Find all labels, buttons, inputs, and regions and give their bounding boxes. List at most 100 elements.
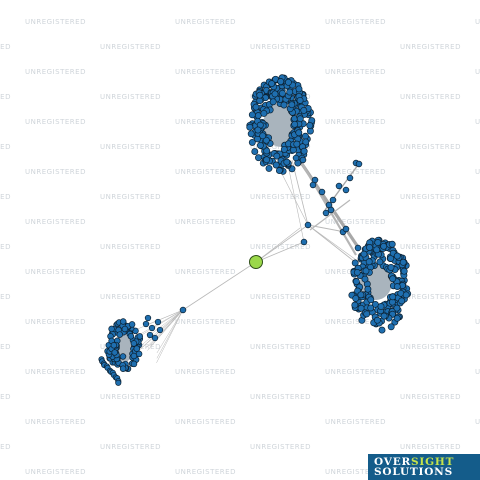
graph-node[interactable] <box>260 109 268 117</box>
graph-node[interactable] <box>302 138 310 146</box>
graph-node[interactable] <box>254 126 262 134</box>
graph-node[interactable] <box>119 318 127 325</box>
graph-node[interactable] <box>142 320 150 328</box>
graph-node[interactable] <box>367 304 375 312</box>
graph-node[interactable] <box>398 297 406 305</box>
graph-node[interactable] <box>283 158 291 166</box>
graph-node[interactable] <box>353 268 361 276</box>
graph-node[interactable] <box>393 252 401 260</box>
graph-node[interactable] <box>306 121 314 129</box>
graph-node[interactable] <box>374 239 382 246</box>
graph-node[interactable] <box>248 111 256 119</box>
graph-node[interactable] <box>248 138 256 146</box>
graph-node[interactable] <box>263 147 271 155</box>
graph-node[interactable] <box>352 278 360 286</box>
graph-node[interactable] <box>295 129 303 137</box>
graph-node[interactable] <box>346 174 354 182</box>
graph-node[interactable] <box>179 306 187 314</box>
graph-node[interactable] <box>291 120 299 128</box>
graph-node[interactable] <box>376 258 384 266</box>
graph-node[interactable] <box>327 206 335 214</box>
graph-node[interactable] <box>148 324 156 332</box>
graph-node[interactable] <box>380 312 388 320</box>
graph-node[interactable] <box>246 123 254 131</box>
graph-node[interactable] <box>306 127 314 135</box>
graph-node[interactable] <box>284 78 292 86</box>
graph-node[interactable] <box>278 89 286 97</box>
graph-node[interactable] <box>286 88 294 96</box>
graph-node[interactable] <box>121 325 129 333</box>
graph-node[interactable] <box>380 242 388 250</box>
graph-node[interactable] <box>156 326 164 334</box>
graph-node[interactable] <box>387 263 395 271</box>
graph-node[interactable] <box>318 188 326 196</box>
graph-node[interactable] <box>144 314 152 322</box>
graph-node[interactable] <box>389 275 397 283</box>
graph-node[interactable] <box>296 115 304 123</box>
graph-node[interactable] <box>280 145 288 153</box>
graph-node[interactable] <box>288 101 296 109</box>
graph-node[interactable] <box>108 325 115 333</box>
graph-node[interactable] <box>115 379 122 386</box>
graph-node[interactable] <box>280 101 288 109</box>
graph-node[interactable] <box>262 136 270 144</box>
graph-node[interactable] <box>275 167 283 175</box>
graph-node[interactable] <box>151 334 159 342</box>
graph-node[interactable] <box>357 291 365 299</box>
graph-node[interactable] <box>272 161 280 169</box>
graph-node[interactable] <box>130 360 138 368</box>
graph-node[interactable] <box>130 352 138 360</box>
graph-node[interactable] <box>301 132 309 140</box>
graph-node[interactable] <box>393 304 401 312</box>
graph-node[interactable] <box>268 80 276 88</box>
graph-node[interactable] <box>363 310 371 318</box>
graph-node[interactable] <box>351 259 359 267</box>
graph-node[interactable] <box>116 331 124 338</box>
graph-node[interactable] <box>299 156 307 164</box>
graph-node[interactable] <box>393 314 401 322</box>
graph-node[interactable] <box>146 331 154 339</box>
graph-node[interactable] <box>387 323 395 331</box>
graph-node[interactable] <box>357 304 365 312</box>
graph-node[interactable] <box>400 267 408 275</box>
graph-node[interactable] <box>111 349 118 356</box>
graph-node[interactable] <box>269 98 277 106</box>
graph-node[interactable] <box>295 85 303 93</box>
graph-node[interactable] <box>342 186 350 194</box>
graph-node[interactable] <box>256 91 264 99</box>
graph-node[interactable] <box>389 293 397 301</box>
graph-node[interactable] <box>252 103 260 111</box>
graph-node[interactable] <box>130 340 138 347</box>
graph-node[interactable] <box>265 164 273 172</box>
graph-node[interactable] <box>366 244 373 251</box>
graph-node[interactable] <box>352 294 360 302</box>
graph-node[interactable] <box>273 152 281 160</box>
graph-node[interactable] <box>251 148 259 156</box>
graph-node[interactable] <box>362 267 370 275</box>
graph-node[interactable] <box>354 244 362 252</box>
graph-node[interactable] <box>127 333 135 340</box>
graph-node[interactable] <box>342 225 350 233</box>
graph-node[interactable] <box>300 147 308 155</box>
graph-node[interactable] <box>247 130 255 138</box>
graph-node[interactable] <box>300 106 308 114</box>
graph-node[interactable] <box>360 250 368 258</box>
graph-node[interactable] <box>136 333 144 340</box>
graph-node[interactable] <box>378 326 386 334</box>
graph-node[interactable] <box>351 301 359 309</box>
graph-node[interactable] <box>255 154 262 162</box>
graph-node[interactable] <box>402 291 410 299</box>
graph-node[interactable] <box>133 345 141 352</box>
graph-node[interactable] <box>263 156 271 164</box>
graph-node[interactable] <box>322 209 330 217</box>
graph-node[interactable] <box>292 154 300 162</box>
graph-node[interactable] <box>271 90 279 98</box>
graph-node[interactable] <box>377 303 385 310</box>
graph-node[interactable] <box>361 275 369 283</box>
graph-node[interactable] <box>309 181 317 189</box>
graph-node[interactable] <box>256 141 264 149</box>
graph-node[interactable] <box>277 78 285 85</box>
graph-node[interactable] <box>304 221 312 229</box>
graph-node[interactable] <box>154 318 162 326</box>
graph-node[interactable] <box>329 196 337 204</box>
